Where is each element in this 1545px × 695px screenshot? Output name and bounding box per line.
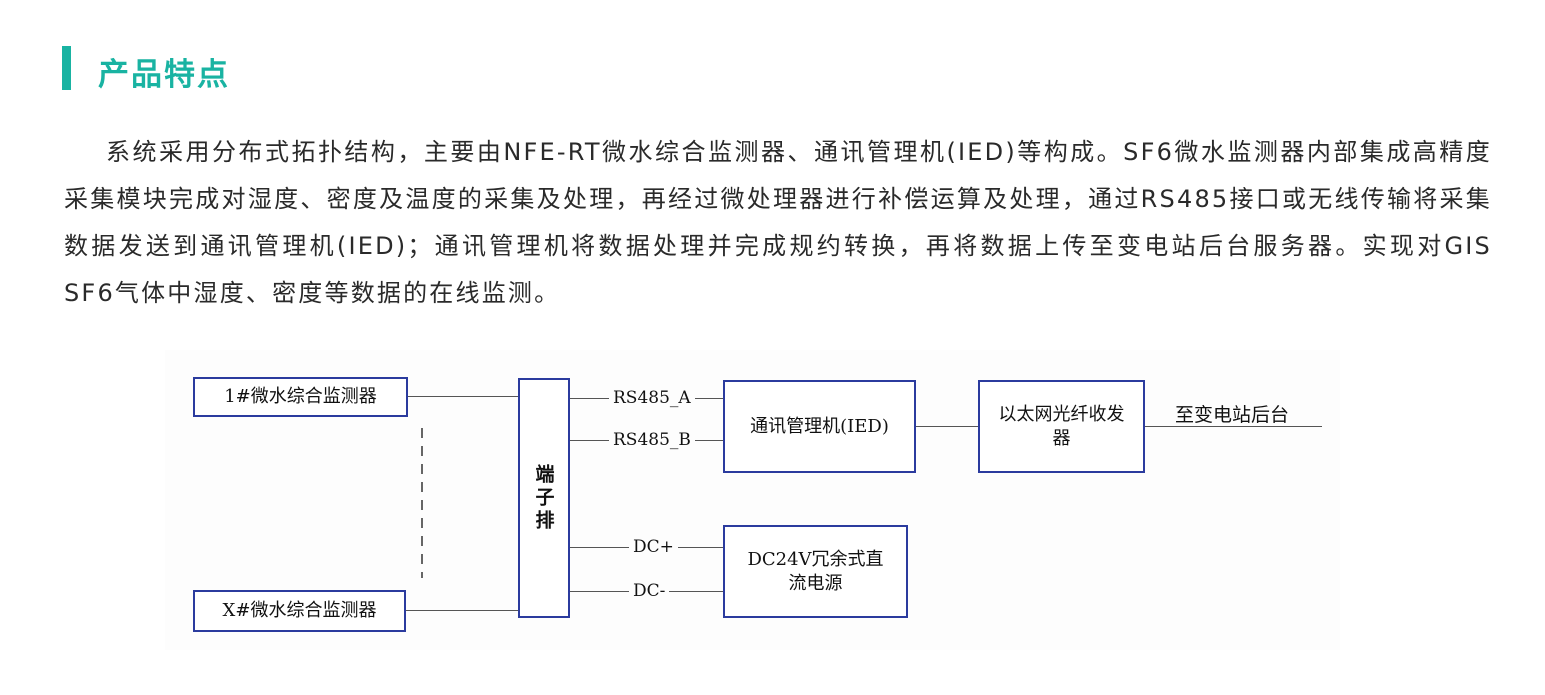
backend-label: 至变电站后台 bbox=[1175, 404, 1290, 426]
monitor-x-box: X#微水综合监测器 bbox=[193, 590, 406, 632]
section-title: 产品特点 bbox=[98, 57, 230, 93]
backend-line bbox=[1145, 426, 1322, 427]
monitor-1-box: 1#微水综合监测器 bbox=[193, 377, 408, 417]
power-supply-box: DC24V冗余式直流电源 bbox=[723, 525, 908, 618]
ied-label: 通讯管理机(IED) bbox=[750, 415, 889, 437]
transceiver-label: 以太网光纤收发器 bbox=[998, 403, 1125, 449]
dc-plus-label: DC+ bbox=[629, 537, 678, 557]
monitor-x-line bbox=[406, 610, 518, 611]
intro-paragraph: 系统采用分布式拓扑结构，主要由NFE-RT微水综合监测器、通讯管理机(IED)等… bbox=[64, 138, 1492, 307]
dc-minus-label: DC- bbox=[629, 581, 670, 601]
rs485-a-label: RS485_A bbox=[609, 388, 695, 408]
monitor-x-label: X#微水综合监测器 bbox=[222, 600, 377, 621]
transceiver-box: 以太网光纤收发器 bbox=[978, 380, 1145, 473]
ied-transceiver-line bbox=[916, 426, 978, 427]
terminal-label: 端子排 bbox=[532, 463, 555, 533]
accent-bar bbox=[62, 46, 71, 90]
ied-box: 通讯管理机(IED) bbox=[723, 380, 916, 473]
power-supply-label: DC24V冗余式直流电源 bbox=[747, 548, 884, 594]
monitor-1-line bbox=[408, 396, 518, 397]
system-diagram: 1#微水综合监测器 X#微水综合监测器 端子排 RS485_A RS485_B … bbox=[165, 350, 1340, 650]
monitor-1-label: 1#微水综合监测器 bbox=[224, 386, 377, 407]
rs485-b-label: RS485_B bbox=[609, 430, 695, 450]
terminal-block: 端子排 bbox=[518, 378, 570, 618]
monitor-ellipsis-line bbox=[421, 428, 423, 578]
